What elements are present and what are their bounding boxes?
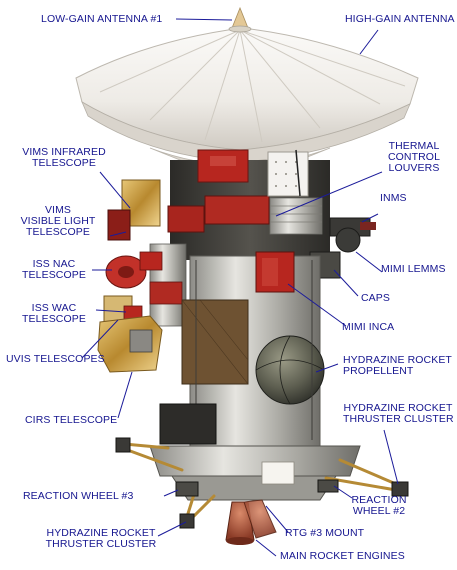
label-thr-left-line2: THRUSTER CLUSTER: [45, 538, 157, 550]
label-hydrazine-prop-line1: HYDRAZINE ROCKET: [343, 354, 452, 366]
leader-vims-vis: [109, 231, 127, 237]
label-vims-visible: VIMS VISIBLE LIGHT TELESCOPE: [6, 205, 110, 238]
label-cirs-telescope: CIRS TELESCOPE: [25, 414, 118, 426]
leader-lines: [81, 18, 399, 557]
leader-caps: [333, 269, 359, 297]
leader-thermal: [275, 171, 383, 217]
label-thr-right-line2: THRUSTER CLUSTER: [343, 413, 454, 425]
label-thr-right-line1: HYDRAZINE ROCKET: [343, 402, 453, 414]
label-hydrazine-prop-line2: PROPELLENT: [343, 365, 414, 377]
remote-sensing-pallet: [97, 179, 187, 373]
leader-mimi-lemms: [355, 251, 383, 273]
label-main-rocket-engines: MAIN ROCKET ENGINES: [280, 550, 405, 562]
label-hydrazine-thruster-right: HYDRAZINE ROCKET THRUSTER CLUSTER: [343, 402, 454, 425]
label-hydrazine-thruster-left: HYDRAZINE ROCKET THRUSTER CLUSTER: [40, 528, 162, 550]
label-rw2-line2: WHEEL #2: [352, 505, 406, 517]
label-iss-nac-line2: TELESCOPE: [22, 269, 86, 281]
lower-equipment-module: [115, 403, 409, 545]
leader-inms: [361, 213, 379, 223]
high-gain-antenna: [75, 27, 419, 169]
leader-cirs: [117, 371, 133, 419]
label-vims-infrared: VIMS INFRARED TELESCOPE: [4, 147, 124, 169]
label-vims-visible-line2: VISIBLE LIGHT: [20, 215, 96, 227]
low-gain-antenna: [228, 6, 252, 33]
label-thermal-control-louvers: THERMAL CONTROL LOUVERS: [374, 141, 454, 174]
leader-hydrazine-prop: [315, 363, 339, 373]
label-thermal-line2: CONTROL: [387, 151, 441, 163]
label-vims-visible-line1: VIMS: [44, 204, 72, 216]
label-iss-nac: ISS NAC TELESCOPE: [14, 259, 94, 281]
label-high-gain-antenna: HIGH-GAIN ANTENNA: [345, 13, 455, 25]
label-thr-left-line1: HYDRAZINE ROCKET: [46, 527, 156, 539]
label-iss-wac-line2: TELESCOPE: [22, 313, 86, 325]
label-hydrazine-propellent: HYDRAZINE ROCKET PROPELLENT: [343, 355, 452, 377]
leader-iss-wac: [95, 309, 127, 313]
label-vims-infrared-line1: VIMS INFRARED: [22, 146, 106, 158]
label-mimi-lemms: MIMI LEMMS: [381, 263, 446, 275]
label-uvis-telescopes: UVIS TELESCOPES: [6, 353, 105, 365]
leader-main-engines: [255, 539, 277, 557]
leader-hga: [359, 29, 379, 55]
leader-uvis: [81, 319, 119, 359]
label-rtg3-mount: RTG #3 MOUNT: [285, 527, 365, 539]
label-inms: INMS: [380, 192, 407, 204]
leader-vims-ir: [99, 171, 131, 209]
leader-rw2: [333, 485, 353, 499]
leader-thr-left: [157, 521, 187, 537]
leader-thr-right: [383, 429, 399, 485]
label-reaction-wheel-3: REACTION WHEEL #3: [23, 490, 134, 502]
label-vims-visible-line3: TELESCOPE: [26, 226, 90, 238]
leader-rtg3: [265, 505, 289, 533]
label-low-gain-antenna: LOW-GAIN ANTENNA #1: [41, 13, 163, 25]
label-thermal-line3: LOUVERS: [388, 162, 440, 174]
leader-rw3: [163, 489, 179, 497]
label-mimi-inca: MIMI INCA: [342, 321, 395, 333]
label-caps: CAPS: [361, 292, 390, 304]
label-reaction-wheel-2: REACTION WHEEL #2: [346, 495, 412, 517]
leader-lga1: [175, 18, 233, 21]
label-iss-wac: ISS WAC TELESCOPE: [14, 303, 94, 325]
label-vims-infrared-line2: TELESCOPE: [32, 157, 96, 169]
label-iss-wac-line1: ISS WAC: [31, 302, 77, 314]
leader-mimi-inca: [287, 283, 347, 327]
label-iss-nac-line1: ISS NAC: [32, 258, 76, 270]
label-thermal-line1: THERMAL: [388, 140, 440, 152]
upper-equipment-module: [167, 149, 376, 279]
label-rw2-line1: REACTION: [351, 494, 407, 506]
